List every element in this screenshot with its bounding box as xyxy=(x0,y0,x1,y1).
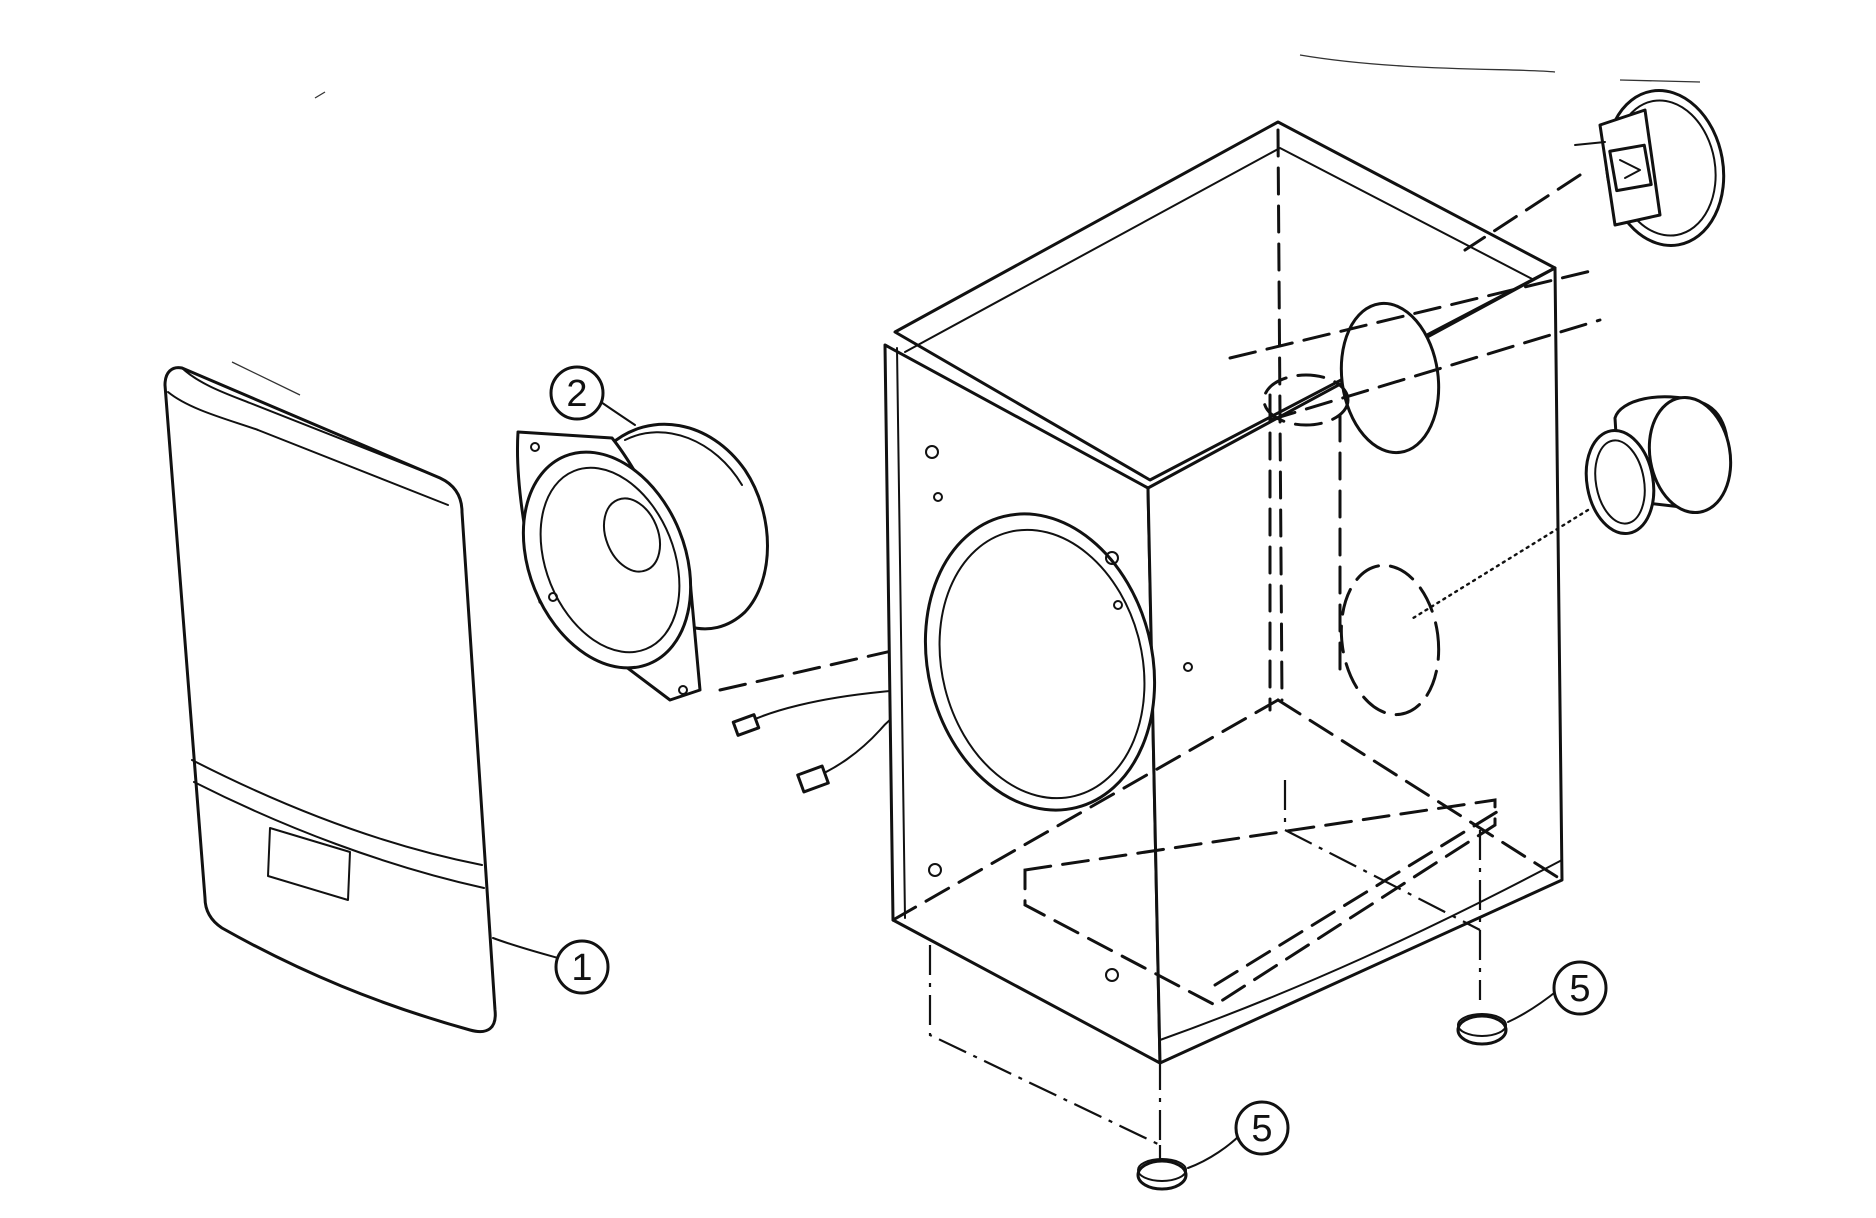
woofer-part xyxy=(515,422,942,702)
leader-line-5-left xyxy=(1187,1134,1241,1169)
svg-text:5: 5 xyxy=(1251,1108,1272,1150)
assembly-lines xyxy=(314,54,1701,1165)
leader-line-1 xyxy=(492,937,566,961)
callout-1: 1 xyxy=(554,939,610,995)
terminal-cup-part xyxy=(1463,89,1726,252)
callout-5-right: 5 xyxy=(1552,960,1608,1016)
callout-5-left: 5 xyxy=(1234,1100,1290,1156)
port-tube-part xyxy=(1408,395,1733,622)
cabinet-part xyxy=(883,120,1602,1065)
svg-text:5: 5 xyxy=(1569,968,1590,1010)
svg-text:2: 2 xyxy=(566,373,587,415)
foot-left-part xyxy=(1136,1158,1188,1191)
leader-line-5-right xyxy=(1507,989,1559,1023)
svg-text:1: 1 xyxy=(571,947,592,989)
front-grille-part xyxy=(163,361,497,1034)
foot-right-part xyxy=(1456,1013,1508,1046)
callout-2: 2 xyxy=(549,365,605,421)
